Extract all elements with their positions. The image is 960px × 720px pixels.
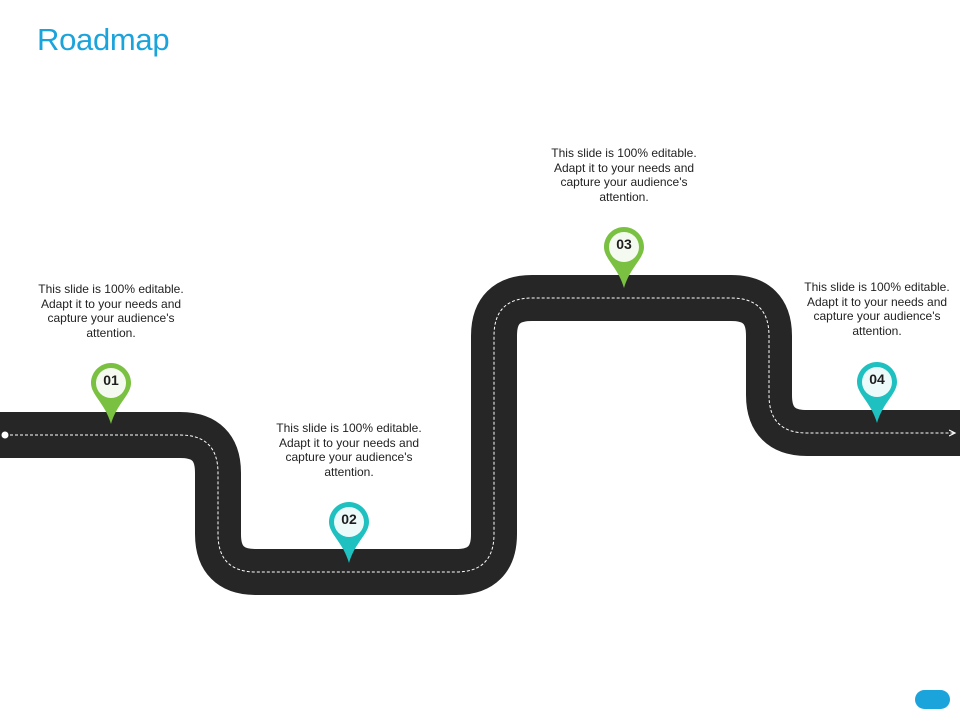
- milestone-01-number: 01: [103, 372, 119, 388]
- road-start-dot: [1, 431, 9, 439]
- milestone-01-text: This slide is 100% editable. Adapt it to…: [38, 282, 184, 340]
- milestone-03-text: This slide is 100% editable. Adapt it to…: [551, 146, 697, 204]
- pin-center: [334, 507, 364, 537]
- map-pin-icon: [857, 362, 897, 423]
- slide-number-badge: [915, 690, 950, 709]
- page-title: Roadmap: [37, 22, 170, 57]
- milestone-02-pin[interactable]: 02: [327, 501, 371, 563]
- pin-center: [862, 367, 892, 397]
- pin-center: [96, 368, 126, 398]
- map-pin-icon: [329, 502, 369, 563]
- milestone-02-number: 02: [341, 511, 357, 527]
- milestone-03-pin[interactable]: 03: [602, 226, 646, 288]
- milestone-04-text: This slide is 100% editable. Adapt it to…: [804, 280, 950, 338]
- milestone-02-text: This slide is 100% editable. Adapt it to…: [276, 421, 422, 479]
- milestone-03-number: 03: [616, 236, 632, 252]
- milestone-04-number: 04: [869, 371, 885, 387]
- pin-center: [609, 232, 639, 262]
- milestone-01-pin[interactable]: 01: [89, 362, 133, 424]
- milestone-04-pin[interactable]: 04: [855, 361, 899, 423]
- road-lane-line: [5, 297, 955, 573]
- map-pin-icon: [91, 363, 131, 424]
- map-pin-icon: [604, 227, 644, 288]
